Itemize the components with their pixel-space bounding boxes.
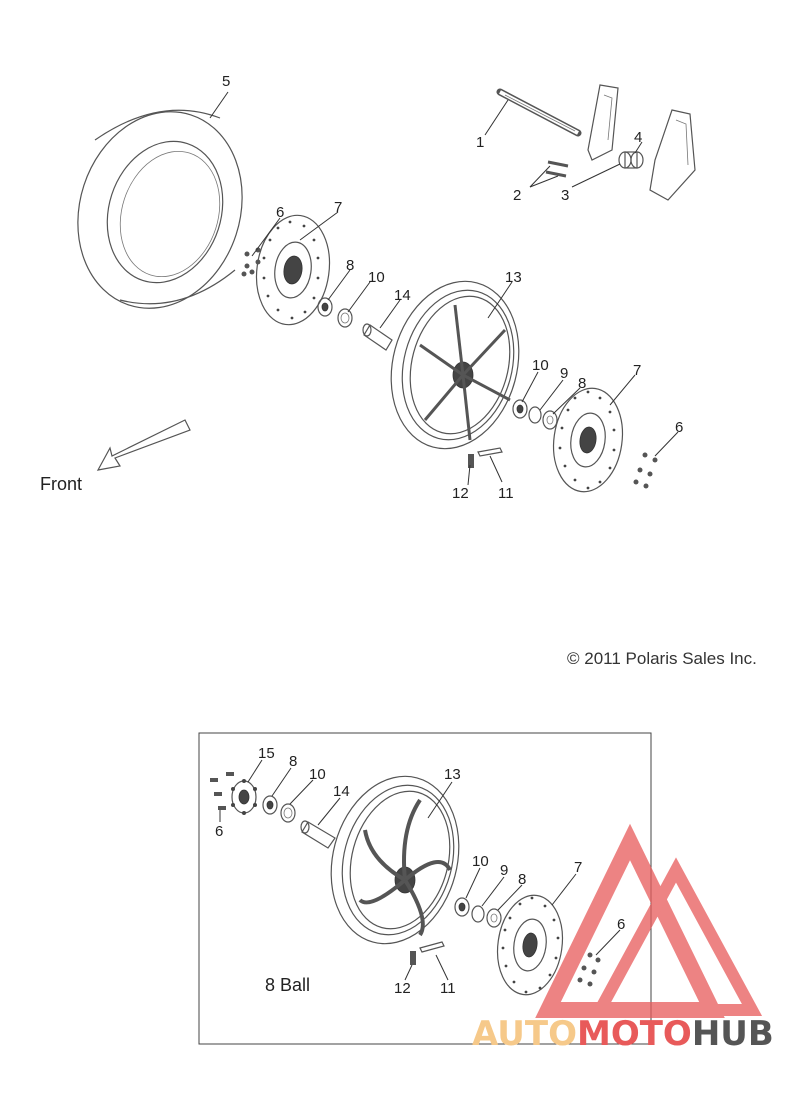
- inset-callout-6-right: 6: [617, 916, 625, 933]
- inset-frame: [198, 732, 652, 1045]
- inset-callout-10-right: 10: [472, 853, 489, 870]
- callout-14: 14: [394, 287, 411, 304]
- inset-brake-disc: [496, 894, 564, 996]
- callout-6-left: 6: [276, 204, 284, 221]
- watermark-text: AUTOMOTOHUB: [472, 1014, 774, 1054]
- callout-12: 12: [452, 485, 469, 502]
- top-leader-lines: [209, 91, 679, 486]
- inset-bolts-right: [577, 952, 601, 987]
- inset-wheel-rim: [330, 775, 460, 945]
- front-label: Front: [40, 474, 82, 494]
- tire: [77, 109, 243, 309]
- inset-leader-lines: [219, 759, 621, 981]
- valve-cap: [477, 447, 503, 457]
- inset-callout-8-right: 8: [518, 871, 526, 888]
- inset-spacer-tube: [300, 820, 336, 849]
- pinch-bolts: [545, 160, 569, 178]
- inset-callout-14: 14: [333, 783, 350, 800]
- watermark-auto: AUTO: [472, 1014, 577, 1054]
- inset-bolts-left: [210, 772, 234, 810]
- inset-valve-stem: [410, 951, 416, 965]
- copyright: © 2011 Polaris Sales Inc.: [567, 649, 757, 668]
- callout-9: 9: [560, 365, 568, 382]
- callout-4: 4: [634, 129, 642, 146]
- inset-bearing-left: [262, 795, 278, 815]
- bearing-left: [317, 297, 333, 317]
- inset-callout-10-left: 10: [309, 766, 326, 783]
- seal-right: [512, 399, 528, 419]
- callout-5: 5: [222, 73, 230, 90]
- inset-valve-cap: [419, 941, 445, 953]
- callout-3: 3: [561, 187, 569, 204]
- callout-6-right: 6: [675, 419, 683, 436]
- inset-callout-8-left: 8: [289, 753, 297, 770]
- inset-callout-12: 12: [394, 980, 411, 997]
- callout-1: 1: [476, 134, 484, 151]
- valve-stem: [468, 454, 474, 468]
- front-arrow: [96, 419, 191, 471]
- inset-callout-7: 7: [574, 859, 582, 876]
- watermark-hub: HUB: [692, 1014, 774, 1054]
- spacer-tube: [362, 323, 393, 351]
- callout-7-right: 7: [633, 362, 641, 379]
- fork-legs: [587, 84, 696, 201]
- callout-2: 2: [513, 187, 521, 204]
- watermark-moto: MOTO: [577, 1014, 692, 1054]
- callout-13: 13: [505, 269, 522, 286]
- inset-callout-9: 9: [500, 862, 508, 879]
- inset-callout-6-left: 6: [215, 823, 223, 840]
- inset-circlip: [471, 905, 485, 923]
- seal-left: [337, 308, 353, 328]
- inset-callout-11: 11: [440, 980, 456, 997]
- inset-bearing-right: [486, 908, 502, 928]
- circlip: [528, 406, 542, 424]
- callout-11: 11: [498, 485, 514, 502]
- disc-bolts-right: [633, 452, 658, 489]
- bearing-right: [542, 410, 558, 430]
- disc-bolts-left: [241, 247, 261, 277]
- inset-callout-15: 15: [258, 745, 275, 762]
- callout-10-right: 10: [532, 357, 549, 374]
- axle: [496, 88, 582, 137]
- brake-disc-left: [255, 214, 331, 326]
- inset-callout-13: 13: [444, 766, 461, 783]
- brake-disc-right: [552, 387, 624, 493]
- fork-spacers: [618, 151, 644, 169]
- inset-seal-left: [280, 803, 296, 823]
- inset-carrier: [231, 779, 257, 815]
- callout-8-left: 8: [346, 257, 354, 274]
- callout-8-right: 8: [578, 375, 586, 392]
- callout-10-left: 10: [368, 269, 385, 286]
- inset-seal-right: [454, 897, 470, 917]
- inset-label: 8 Ball: [265, 975, 310, 995]
- callout-7-left: 7: [334, 199, 342, 216]
- wheel-rim: [390, 280, 520, 450]
- watermark-logo: [535, 823, 763, 1018]
